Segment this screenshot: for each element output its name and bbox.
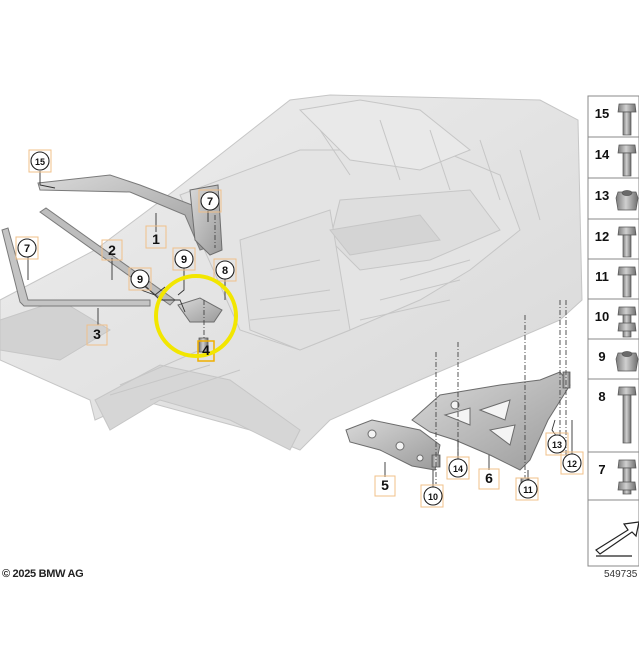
callout-c6[interactable]: 6 <box>485 470 493 486</box>
bolt-stud-icon <box>617 459 637 495</box>
callout-label: 2 <box>108 242 116 258</box>
panel-row-label: 8 <box>598 389 605 404</box>
callout-c3[interactable]: 3 <box>93 326 101 342</box>
callout-circle <box>518 479 538 499</box>
callout-label: 1 <box>152 231 160 247</box>
callout-c15[interactable]: 15 <box>30 151 50 171</box>
bolt-long-icon <box>617 386 637 444</box>
parts-panel: 15 14 13 12 11 10 9 8 7 <box>587 95 639 567</box>
callout-label: 10 <box>428 492 438 502</box>
callout-c5[interactable]: 5 <box>381 477 389 493</box>
callout-boxes <box>15 149 584 508</box>
panel-row-11[interactable]: 11 <box>588 258 639 298</box>
callout-c12[interactable]: 12 <box>562 453 582 473</box>
diagram-number: 549735 <box>604 569 638 580</box>
callout-c13[interactable]: 13 <box>547 434 567 454</box>
copyright-text: © 2025 BMW AG <box>2 568 84 580</box>
panel-row-13[interactable]: 13 <box>588 177 639 211</box>
callout-label: 7 <box>24 243 30 255</box>
bolt-short-icon <box>617 226 637 258</box>
callout-label: 13 <box>552 440 562 450</box>
panel-row-label: 14 <box>595 147 610 162</box>
callout-circle <box>547 434 567 454</box>
panel-row-label: 11 <box>595 269 609 284</box>
panel-row-label: 15 <box>595 106 609 121</box>
callout-c10[interactable]: 10 <box>423 486 443 506</box>
panel-row-label: 7 <box>598 462 605 477</box>
callout-label: 14 <box>453 464 463 474</box>
bolt-hex-icon <box>617 144 637 177</box>
bolt-nut-icon <box>617 306 637 338</box>
bolt-flange-icon <box>617 103 637 136</box>
callout-c1[interactable]: 1 <box>152 231 160 247</box>
callout-label: 4 <box>202 342 210 358</box>
callout-circle <box>130 269 150 289</box>
panel-row-7[interactable]: 7 <box>588 451 639 495</box>
panel-row-label: 13 <box>595 188 609 203</box>
panel-row-12[interactable]: 12 <box>588 218 639 258</box>
callout-c4[interactable]: 4 <box>202 342 210 358</box>
callout-circle <box>30 151 50 171</box>
callout-c9a[interactable]: 9 <box>130 269 150 289</box>
callout-circle <box>200 191 220 211</box>
plate-5 <box>345 419 441 471</box>
panel-row-arrow[interactable] <box>588 499 639 557</box>
panel-row-10[interactable]: 10 <box>588 298 639 338</box>
panel-row-label: 10 <box>595 309 609 324</box>
callout-c9b[interactable]: 9 <box>174 249 194 269</box>
panel-row-9[interactable]: 9 <box>588 338 639 372</box>
panel-row-15[interactable]: 15 <box>588 95 639 136</box>
callout-label: 8 <box>222 265 228 277</box>
car-body-underbody <box>0 94 583 451</box>
callout-circle <box>215 260 235 280</box>
callout-label: 15 <box>35 157 45 167</box>
callout-circle <box>174 249 194 269</box>
callout-label: 3 <box>93 326 101 342</box>
callout-circle <box>448 458 468 478</box>
callout-label: 9 <box>137 274 143 286</box>
panel-row-label: 9 <box>598 349 605 364</box>
panel-row-8[interactable]: 8 <box>588 378 639 444</box>
nut-hex-icon <box>615 351 639 372</box>
orientation-arrow-icon <box>595 521 639 555</box>
bolt-slim-icon <box>617 266 637 298</box>
callout-c14[interactable]: 14 <box>448 458 468 478</box>
strut-brace-3 <box>1 227 151 307</box>
callout-label: 5 <box>381 477 389 493</box>
panel-row-label: 12 <box>595 229 609 244</box>
panel-row-14[interactable]: 14 <box>588 136 639 177</box>
plate-6 <box>411 371 571 471</box>
callout-circle <box>17 238 37 258</box>
callout-circle <box>423 486 443 506</box>
callout-label: 6 <box>485 470 493 486</box>
callout-c11[interactable]: 11 <box>518 479 538 499</box>
callout-circle <box>562 453 582 473</box>
highlight-circle <box>154 274 238 358</box>
callout-c7a[interactable]: 7 <box>200 191 220 211</box>
callout-label: 7 <box>207 196 213 208</box>
callout-c8[interactable]: 8 <box>215 260 235 280</box>
callout-label: 11 <box>523 485 533 495</box>
callout-label: 9 <box>181 254 187 266</box>
callout-label: 12 <box>567 459 577 469</box>
callout-c7b[interactable]: 7 <box>17 238 37 258</box>
callout-c2[interactable]: 2 <box>108 242 116 258</box>
leader-lines <box>203 215 567 484</box>
nut-collar-icon <box>615 190 639 211</box>
